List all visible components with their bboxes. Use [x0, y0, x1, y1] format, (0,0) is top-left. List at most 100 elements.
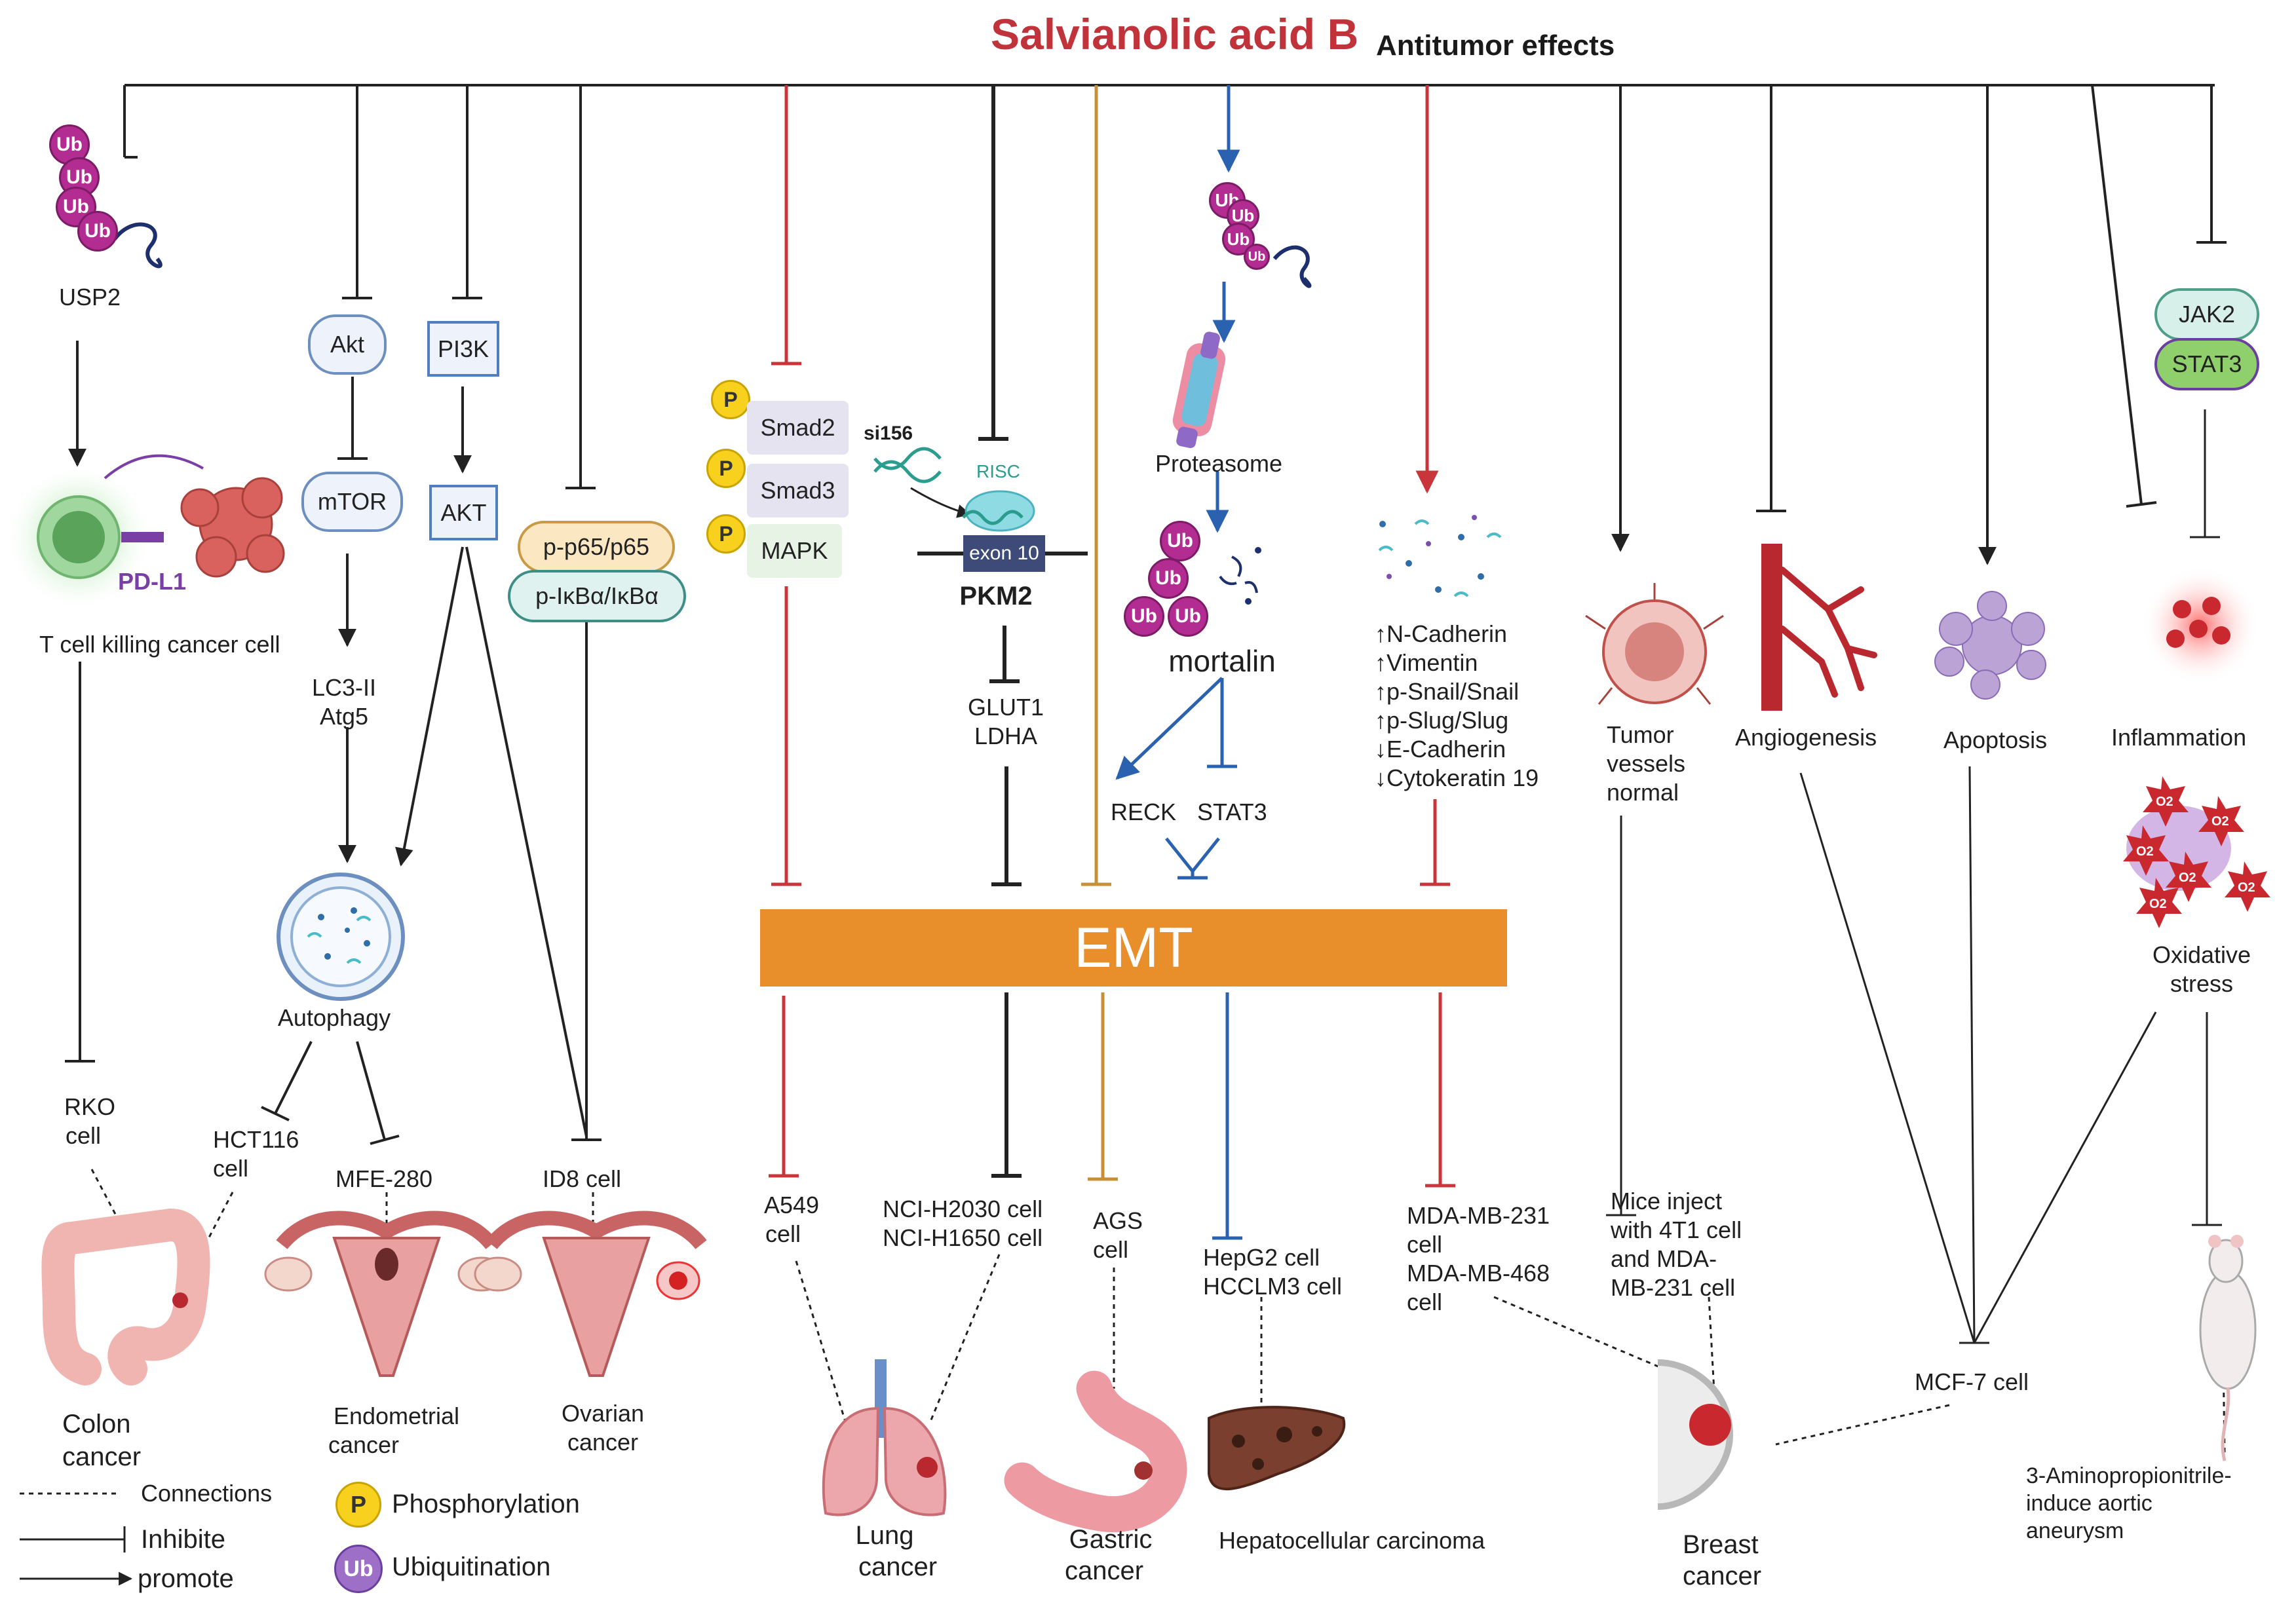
endometrial-label-1: Endometrial [333, 1402, 460, 1429]
gastric-label-2: cancer [1064, 1556, 1144, 1585]
legend-ubiquitination: Ubiquitination [392, 1552, 551, 1581]
colon-organ-icon [41, 1208, 210, 1385]
red-branch [769, 85, 1455, 1188]
marker-e-cadherin: ↓E-Cadherin [1375, 736, 1506, 762]
dotted-connections [90, 1169, 2226, 1455]
marker-snail: ↑p-Snail/Snail [1375, 678, 1520, 705]
colon-label-2: cancer [62, 1442, 142, 1471]
ubiquitin-badge: Ub [56, 187, 96, 227]
legend-promote: promote [138, 1564, 234, 1593]
lung-label-1: Lung [855, 1521, 914, 1550]
ags-label-1: AGS [1093, 1207, 1143, 1234]
liver-organ-icon [1208, 1406, 1346, 1490]
autophagosome-icon [277, 873, 405, 1001]
stat3-label-mortalin: STAT3 [1197, 799, 1267, 825]
t-cell-illustration [3, 454, 285, 612]
lung-organ-icon [822, 1359, 947, 1516]
mda-label-2: cell [1407, 1231, 1443, 1258]
mda-label-1: MDA-MB-231 [1407, 1202, 1550, 1229]
ubiquitin-badge: Ub [1244, 244, 1270, 270]
o2-label: O2 [2179, 871, 2196, 885]
ovarian-label-2: cancer [567, 1429, 639, 1456]
hct116-label-1: HCT116 [213, 1126, 299, 1153]
marker-cytokeratin: ↓Cytokeratin 19 [1375, 764, 1539, 791]
inflammation-label: Inflammation [2111, 724, 2247, 751]
mda-label-3: MDA-MB-468 [1407, 1260, 1550, 1287]
a549-label-1: A549 [764, 1192, 820, 1218]
nci-label-1: NCI-H2030 cell [883, 1195, 1043, 1222]
p65-node: p-p65/p65 [518, 521, 675, 573]
hepg2-label-1: HepG2 cell [1203, 1244, 1320, 1271]
si156-label: si156 [864, 423, 913, 444]
title-subtitle: Antitumor effects [1376, 29, 1615, 62]
mtor-node: mTOR [301, 472, 403, 532]
breast-organ-icon [1657, 1359, 1734, 1510]
ubiquitin-badge: Ub [77, 211, 118, 252]
left-pathways [65, 341, 602, 1145]
tumor-vessel-icon [1585, 583, 1724, 705]
ovarian-label-1: Ovarian [561, 1400, 645, 1427]
legend-phosphorylation: Phosphorylation [392, 1490, 580, 1518]
stomach-organ-icon [1004, 1370, 1187, 1532]
a549-label-2: cell [765, 1220, 801, 1247]
mda-label-4: cell [1407, 1289, 1443, 1315]
black-branch [978, 85, 1022, 1178]
mortalin-label: mortalin [1168, 644, 1276, 678]
mcf7-label: MCF-7 cell [1915, 1368, 2029, 1395]
vessels-label-2: vessels [1607, 750, 1686, 777]
nci-label-2: NCI-H1650 cell [883, 1224, 1043, 1251]
proteasome-icon [1172, 331, 1226, 449]
lc3-label: LC3-II [311, 674, 377, 701]
pkm2-label: PKM2 [959, 582, 1033, 611]
angiogenesis-label: Angiogenesis [1735, 724, 1877, 751]
hepg2-label-2: HCCLM3 cell [1203, 1273, 1343, 1300]
proteasome-ub-chain [1272, 245, 1312, 288]
ubiquitin-badge: Ub [59, 157, 100, 198]
exon10-label: exon 10 [969, 542, 1039, 564]
ubiquitin-chain-usp2 [113, 222, 163, 269]
ubiquitin-badge: Ub [1160, 521, 1200, 561]
reck-label: RECK [1111, 799, 1177, 825]
ovarian-uterus-icon [474, 1211, 707, 1377]
phosphorylation-badge: P [706, 449, 746, 488]
breast-label-2: cancer [1683, 1562, 1762, 1590]
glut1-label: GLUT1 [967, 694, 1044, 721]
endometrial-uterus-icon [264, 1211, 506, 1377]
o2-label: O2 [2149, 897, 2167, 911]
o2-label: O2 [2156, 795, 2173, 809]
gastric-label-1: Gastric [1069, 1525, 1153, 1554]
hct116-label-2: cell [213, 1155, 249, 1182]
lung-label-2: cancer [858, 1552, 938, 1581]
vessels-label-1: Tumor [1607, 721, 1674, 748]
apoptosis-cell-icon [1934, 591, 2046, 700]
marker-slug: ↑p-Slug/Slug [1375, 707, 1509, 734]
oxidative-label-2: stress [2170, 970, 2233, 997]
ldha-label: LDHA [974, 723, 1038, 749]
phosphorylation-badge: P [706, 514, 746, 554]
ags-label-2: cell [1093, 1236, 1129, 1263]
phosphorylation-badge: P [711, 380, 750, 419]
emt-bar: EMT [760, 909, 1507, 987]
ubiquitin-badge: Ub [1148, 558, 1189, 599]
angiogenesis-vessel-icon [1761, 544, 1877, 711]
akt-node: Akt [308, 314, 387, 375]
o2-label: O2 [2238, 880, 2255, 895]
vessels-label-3: normal [1607, 779, 1679, 806]
oxidative-stress-icon [2123, 776, 2270, 928]
usp2-label: USP2 [59, 284, 121, 310]
autophagy-label: Autophagy [277, 1004, 391, 1031]
id8-label: ID8 cell [543, 1165, 622, 1192]
legend-lines [20, 1492, 133, 1586]
o2-label: O2 [2136, 844, 2154, 859]
inflammation-icon [2141, 567, 2259, 685]
legend-inhibit: Inhibite [141, 1525, 225, 1554]
mice-label-2: with 4T1 cell [1611, 1216, 1742, 1243]
o2-label: O2 [2211, 814, 2229, 829]
gold-branch [1081, 85, 1118, 1181]
mapk-node: MAPK [747, 524, 842, 578]
legend-connections: Connections [141, 1480, 273, 1507]
smad2-node: Smad2 [747, 401, 849, 455]
mfe280-label: MFE-280 [335, 1165, 433, 1192]
atg5-label: Atg5 [319, 703, 369, 730]
